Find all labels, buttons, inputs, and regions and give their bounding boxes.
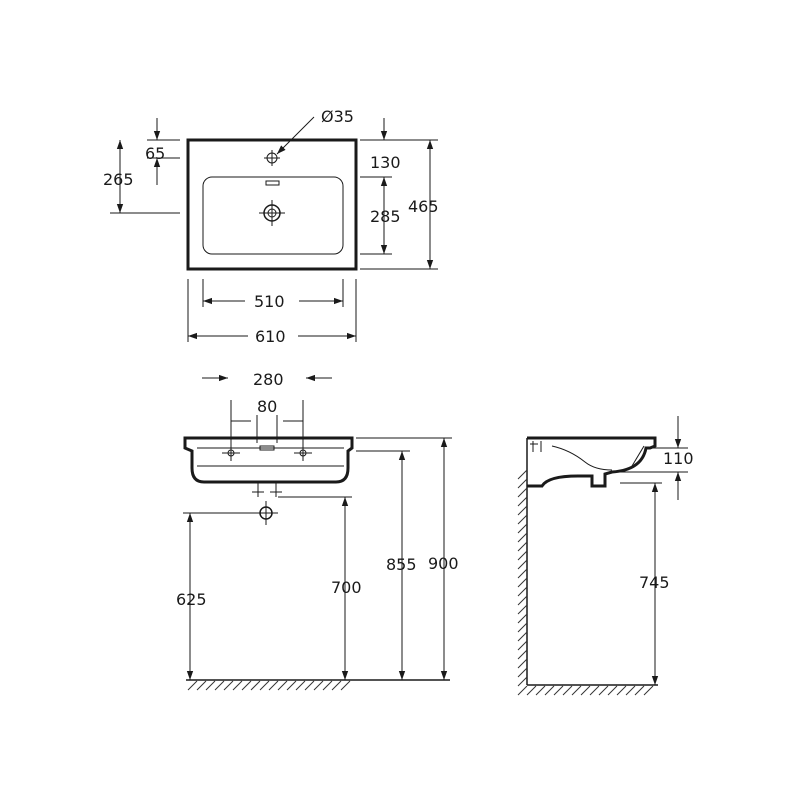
hatch-stroke — [544, 685, 555, 696]
hatch-stroke — [517, 667, 528, 678]
hatch-stroke — [526, 685, 537, 696]
hatch-stroke — [295, 680, 306, 691]
hatch-stroke — [250, 680, 261, 691]
hatch-stroke — [589, 685, 600, 696]
hatch-stroke — [517, 631, 528, 642]
height-625-label: 625 — [176, 590, 207, 609]
hatch-stroke — [517, 676, 528, 687]
hatch-stroke — [517, 613, 528, 624]
hatch-stroke — [625, 685, 636, 696]
hatch-stroke — [517, 559, 528, 570]
hatch-stroke — [241, 680, 252, 691]
tap-hole-icon — [264, 150, 280, 166]
drain-offset-label: 265 — [103, 170, 134, 189]
hatch-stroke — [517, 523, 528, 534]
hatch-stroke — [535, 685, 546, 696]
spacing-narrow-label: 80 — [257, 397, 277, 416]
hatch-stroke — [553, 685, 564, 696]
hatch-stroke — [304, 680, 315, 691]
hatch-stroke — [517, 658, 528, 669]
tap-right-icon — [294, 445, 312, 461]
hatch-stroke — [571, 685, 582, 696]
hatch-stroke — [286, 680, 297, 691]
spacing-wide-label: 280 — [253, 370, 284, 389]
hatch-stroke — [562, 685, 573, 696]
drain-icon — [259, 200, 285, 226]
hatch-stroke — [205, 680, 216, 691]
hatch-stroke — [223, 680, 234, 691]
hatch-stroke — [517, 550, 528, 561]
wall-hatch — [517, 469, 528, 696]
basin-outline-top — [186, 138, 358, 271]
floor-hatch-side — [526, 685, 654, 696]
hatch-stroke — [517, 469, 528, 480]
front-view: 280 80 — [176, 370, 459, 691]
total-width-label: 610 — [255, 327, 286, 346]
total-depth-label: 465 — [408, 197, 439, 216]
hatch-stroke — [517, 568, 528, 579]
hatch-stroke — [517, 478, 528, 489]
hatch-stroke — [643, 685, 654, 696]
tap-left-icon — [222, 445, 240, 461]
hatch-stroke — [517, 577, 528, 588]
basin-outline-front — [183, 436, 354, 484]
side-height-label: 745 — [639, 573, 670, 592]
hatch-stroke — [268, 680, 279, 691]
rear-margin-label: 130 — [370, 153, 401, 172]
hatch-stroke — [277, 680, 288, 691]
hole-diameter-label: Ø35 — [321, 107, 354, 126]
hatch-stroke — [331, 680, 342, 691]
side-view: 110 745 — [517, 416, 694, 696]
diameter-leader — [276, 116, 315, 155]
top-offset-label: 65 — [145, 144, 165, 163]
hatch-stroke — [517, 604, 528, 615]
hatch-stroke — [313, 680, 324, 691]
basin-section-side — [527, 436, 657, 488]
hatch-stroke — [517, 685, 528, 696]
hatch-stroke — [517, 532, 528, 543]
hatch-stroke — [598, 685, 609, 696]
hatch-stroke — [517, 541, 528, 552]
hatch-stroke — [517, 640, 528, 651]
hatch-stroke — [607, 685, 618, 696]
bowl-outline-top — [202, 176, 344, 255]
hatch-stroke — [517, 595, 528, 606]
hatch-stroke — [196, 680, 207, 691]
hatch-stroke — [517, 622, 528, 633]
hatch-stroke — [517, 514, 528, 525]
top-view: Ø35 65 265 130 285 465 510 — [103, 107, 439, 346]
bowl-width-label: 510 — [254, 292, 285, 311]
hatch-stroke — [517, 586, 528, 597]
hatch-stroke — [517, 487, 528, 498]
side-depth-label: 110 — [663, 449, 694, 468]
hatch-stroke — [340, 680, 351, 691]
hatch-stroke — [517, 496, 528, 507]
hatch-stroke — [634, 685, 645, 696]
hatch-stroke — [322, 680, 333, 691]
floor-hatch-front — [187, 680, 351, 691]
bowl-depth-label: 285 — [370, 207, 401, 226]
hatch-stroke — [259, 680, 270, 691]
overflow-slot — [265, 180, 280, 186]
height-900-label: 900 — [428, 554, 459, 573]
hatch-stroke — [232, 680, 243, 691]
hatch-stroke — [187, 680, 198, 691]
hatch-stroke — [580, 685, 591, 696]
hatch-stroke — [616, 685, 627, 696]
hatch-stroke — [517, 649, 528, 660]
height-700-label: 700 — [331, 578, 362, 597]
height-855-label: 855 — [386, 555, 417, 574]
hatch-stroke — [517, 505, 528, 516]
hatch-stroke — [214, 680, 225, 691]
